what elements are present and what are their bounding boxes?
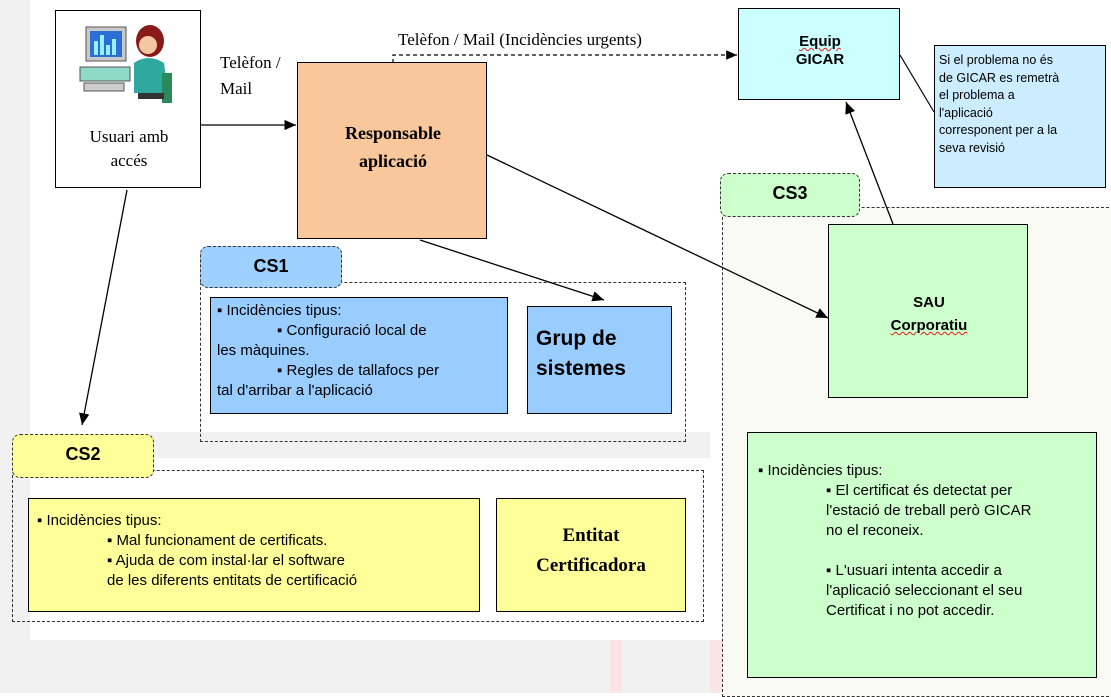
gicar-label-line1: Equip: [799, 33, 841, 50]
cs3-item: l'aplicació seleccionant el seu: [826, 582, 1023, 599]
cs2-tab: CS2: [12, 434, 154, 478]
cs2-entity-line2: Certificadora: [536, 555, 646, 576]
gicar-note-line: seva revisió: [939, 140, 1005, 155]
user-at-computer-icon: [79, 25, 172, 103]
cs1-item: ▪ Regles de tallafocs per: [277, 362, 440, 379]
cs3-item: no el reconeix.: [826, 522, 924, 539]
gicar-node: Equip GICAR: [738, 8, 900, 100]
cs3-item: l'estació de treball però GICAR: [826, 502, 1032, 519]
responsable-label-line2: aplicació: [359, 151, 427, 171]
sau-label-line1: SAU: [913, 294, 945, 311]
cs3-item: Certificat i no pot accedir.: [826, 602, 995, 619]
user-label-line1: Usuari amb: [89, 127, 169, 146]
cs3-item: ▪ L'usuari intenta accedir a: [826, 562, 1002, 579]
edge-label-phone-line2: Mail: [220, 79, 253, 98]
cs3-spacer: [758, 541, 1088, 561]
gicar-label-line2: GICAR: [795, 51, 845, 68]
cs2-frame: [12, 470, 704, 622]
cs2-entity-line1: Entitat: [562, 525, 620, 546]
responsable-label-line1: Responsable: [344, 123, 442, 143]
cs2-item: ▪ Mal funcionament de certificats.: [107, 532, 328, 549]
responsable-node: Responsable aplicació: [297, 62, 487, 239]
edge-label-phone-mail: Telèfon / Mail: [220, 50, 281, 102]
connector-gicar-to-note: [899, 54, 935, 113]
cs2-item: ▪ Ajuda de com instal·lar el software: [107, 552, 345, 569]
cs3-item: ▪ El certificat és detectat per: [826, 482, 1013, 499]
cs1-group-node: Grup de sistemes: [527, 306, 672, 414]
edge-label-urgent: Telèfon / Mail (Incidències urgents): [398, 30, 642, 49]
cs1-header: ▪ Incidències tipus:: [217, 302, 342, 319]
user-label-line2: accés: [110, 151, 148, 170]
cs1-group-line1: Grup de: [536, 327, 617, 350]
cs2-header: ▪ Incidències tipus:: [37, 512, 162, 529]
gicar-note-line: l'aplicació: [939, 105, 993, 120]
cs1-item: ▪ Configuració local de: [277, 322, 427, 339]
gicar-label: Equip GICAR: [739, 33, 901, 69]
cs3-header: ▪ Incidències tipus:: [758, 462, 883, 479]
edge-label-phone-line1: Telèfon /: [220, 53, 281, 72]
cs1-item: tal d'arribar a l'aplicació: [217, 382, 373, 399]
user-label: Usuari amb accés: [56, 125, 202, 173]
cs2-incidents-box: ▪ Incidències tipus: ▪ Mal funcionament …: [28, 498, 480, 612]
cs2-item: de les diferents entitats de certificaci…: [107, 572, 358, 589]
gicar-note-line: corresponent per a la: [939, 123, 1058, 137]
arrow-user-to-cs2: [79, 189, 128, 426]
cs3-incidents-box: ▪ Incidències tipus: ▪ El certificat és …: [747, 432, 1097, 678]
gicar-note-line: el problema a: [939, 88, 1015, 102]
cs3-tab: CS3: [720, 173, 860, 217]
responsable-label: Responsable aplicació: [298, 119, 488, 175]
gicar-note: Si el problema no és de GICAR es remetrà…: [934, 45, 1106, 188]
sau-label: SAU Corporatiu: [829, 291, 1029, 337]
cs1-incidents-box: ▪ Incidències tipus: ▪ Configuració loca…: [210, 297, 508, 414]
gicar-note-line: de GICAR es remetrà: [939, 70, 1060, 85]
gicar-note-line: Si el problema no és: [939, 53, 1053, 67]
sau-node: SAU Corporatiu: [828, 224, 1028, 398]
cs1-tab: CS1: [200, 246, 342, 288]
cs2-entity-node: Entitat Certificadora: [496, 498, 686, 612]
user-node: Usuari amb accés: [55, 10, 201, 188]
cs1-group-line2: sistemes: [536, 357, 626, 380]
sau-label-line2: Corporatiu: [890, 317, 968, 334]
cs1-item: les màquines.: [217, 342, 310, 359]
